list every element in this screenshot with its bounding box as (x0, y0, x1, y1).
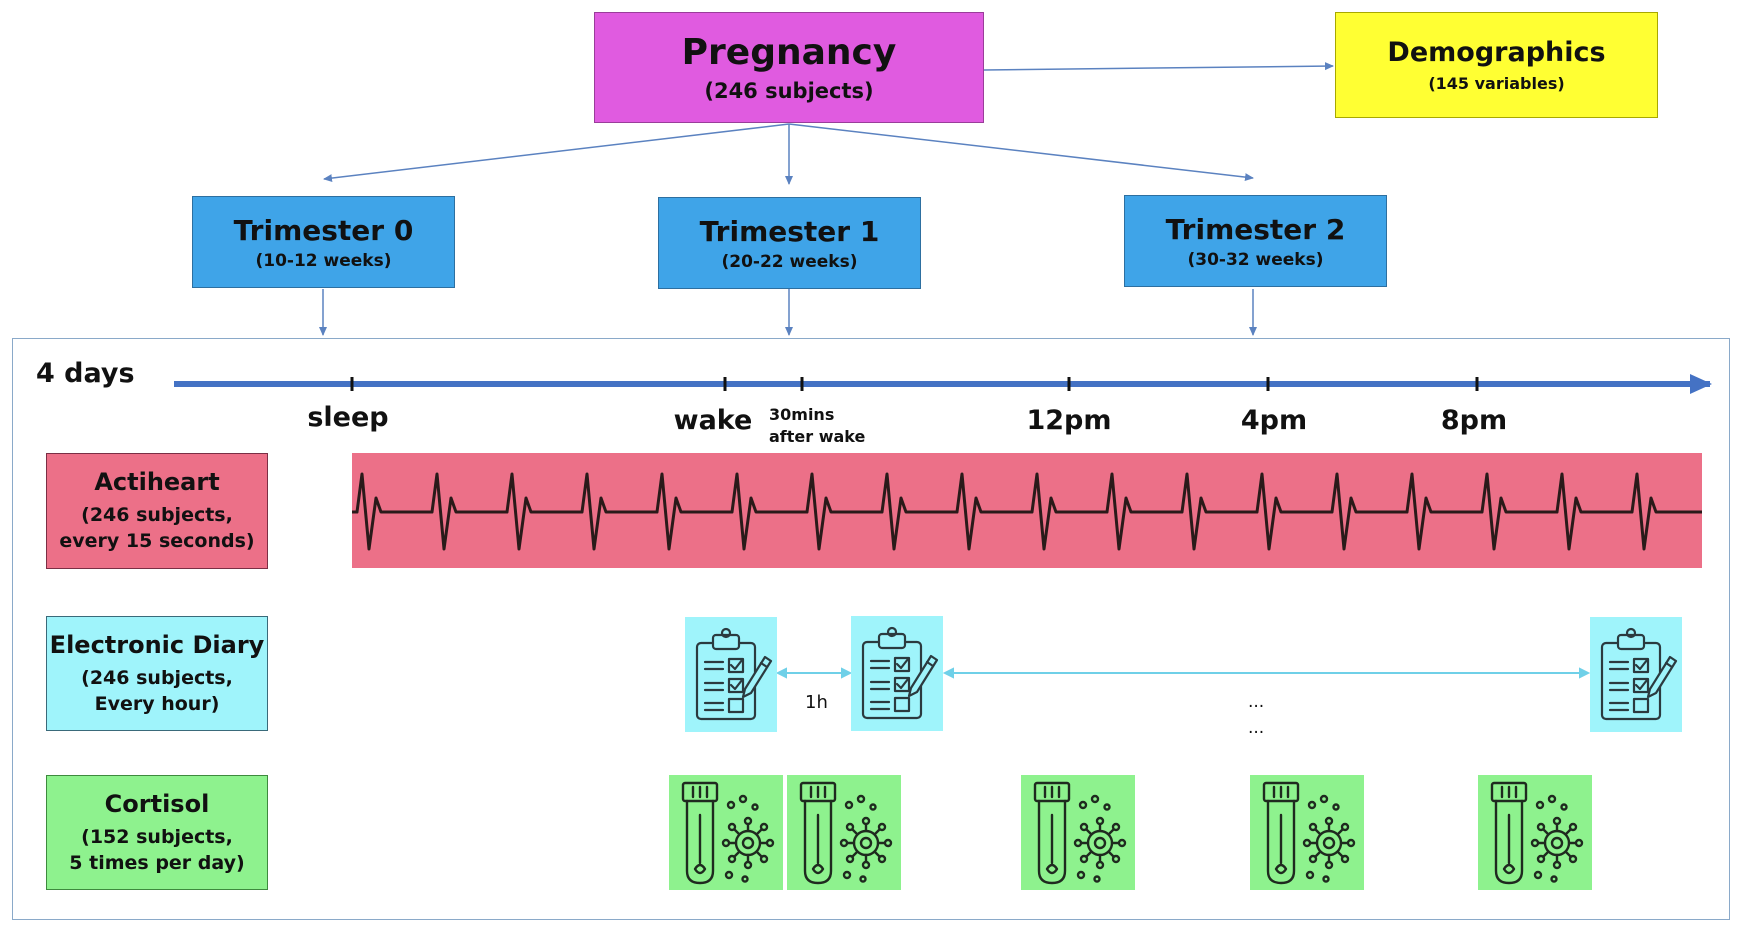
actiheart-ecg-band (352, 453, 1702, 568)
clipboard-checklist-icon (861, 626, 939, 720)
tick-label-sleep: sleep (307, 402, 389, 433)
timeline-ticks (350, 377, 1479, 391)
after-wake-note: 30mins after wake (769, 404, 865, 448)
cortisol-sample-tile (787, 775, 901, 890)
test-tube-virus-icon (681, 781, 775, 885)
pregnancy-to-demographics-arrow (983, 62, 1334, 71)
demographics-title: Demographics (1387, 37, 1606, 68)
cortisol-label: Cortisol (152 subjects, 5 times per day) (46, 775, 268, 890)
test-tube-virus-icon (799, 781, 893, 885)
clipboard-checklist-icon (695, 627, 773, 721)
pregnancy-to-trimester-arrows (323, 123, 1254, 185)
diary-details: (246 subjects, Every hour) (81, 665, 233, 717)
demographics-subtitle: (145 variables) (1428, 74, 1565, 93)
after-wake-line-2: after wake (769, 427, 866, 446)
demographics-box: Demographics (145 variables) (1335, 12, 1658, 118)
diary-line-1: (246 subjects, (81, 666, 233, 689)
pregnancy-title: Pregnancy (681, 32, 897, 73)
tick-label-12pm: 12pm (1026, 405, 1112, 436)
tick-label-wake: wake (673, 405, 753, 436)
trimester-2-title: Trimester 2 (1165, 212, 1346, 246)
diary-interval-arrows (775, 667, 1591, 679)
diary-entry-tile (685, 617, 777, 732)
tick-label-8pm: 8pm (1440, 405, 1508, 436)
diary-ellipsis-2: ... (1248, 718, 1265, 738)
cortisol-details: (152 subjects, 5 times per day) (69, 824, 244, 876)
test-tube-virus-icon (1262, 781, 1356, 885)
trimester-to-timeline-arrows (319, 289, 1257, 336)
pregnancy-box: Pregnancy (246 subjects) (594, 12, 984, 123)
diary-title: Electronic Diary (49, 630, 265, 659)
trimester-0-title: Trimester 0 (233, 213, 414, 247)
tick-label-4pm: 4pm (1240, 405, 1308, 436)
trimester-1-title: Trimester 1 (699, 214, 880, 248)
diary-line-2: Every hour) (94, 692, 220, 715)
cortisol-title: Cortisol (104, 789, 210, 818)
ecg-waveform-icon (352, 472, 1702, 551)
duration-label: 4 days (36, 358, 135, 389)
actiheart-label: Actiheart (246 subjects, every 15 second… (46, 453, 268, 569)
cortisol-line-1: (152 subjects, (81, 825, 233, 848)
trimester-1-box: Trimester 1 (20-22 weeks) (658, 197, 921, 289)
cortisol-sample-tile (1250, 775, 1364, 890)
actiheart-details: (246 subjects, every 15 seconds) (59, 502, 254, 554)
cortisol-sample-tile (669, 775, 783, 890)
diary-entry-tile (1590, 617, 1682, 732)
test-tube-virus-icon (1033, 781, 1127, 885)
diary-label: Electronic Diary (246 subjects, Every ho… (46, 616, 268, 731)
diary-ellipsis-1: ... (1248, 692, 1265, 712)
actiheart-line-2: every 15 seconds) (59, 530, 255, 552)
cortisol-sample-tile (1021, 775, 1135, 890)
trimester-2-subtitle: (30-32 weeks) (1187, 249, 1324, 270)
cortisol-line-2: 5 times per day) (69, 851, 245, 874)
trimester-1-subtitle: (20-22 weeks) (721, 251, 858, 272)
trimester-0-box: Trimester 0 (10-12 weeks) (192, 196, 455, 288)
trimester-2-box: Trimester 2 (30-32 weeks) (1124, 195, 1387, 287)
diary-interval-label: 1h (805, 692, 828, 713)
study-protocol-frame (12, 338, 1730, 920)
test-tube-virus-icon (1490, 781, 1584, 885)
actiheart-line-1: (246 subjects, (81, 504, 233, 526)
actiheart-title: Actiheart (94, 468, 220, 496)
after-wake-line-1: 30mins (769, 405, 835, 424)
clipboard-checklist-icon (1600, 627, 1678, 721)
pregnancy-subtitle: (246 subjects) (704, 79, 874, 103)
diary-entry-tile (851, 616, 943, 731)
cortisol-sample-tile (1478, 775, 1592, 890)
trimester-0-subtitle: (10-12 weeks) (255, 250, 392, 271)
